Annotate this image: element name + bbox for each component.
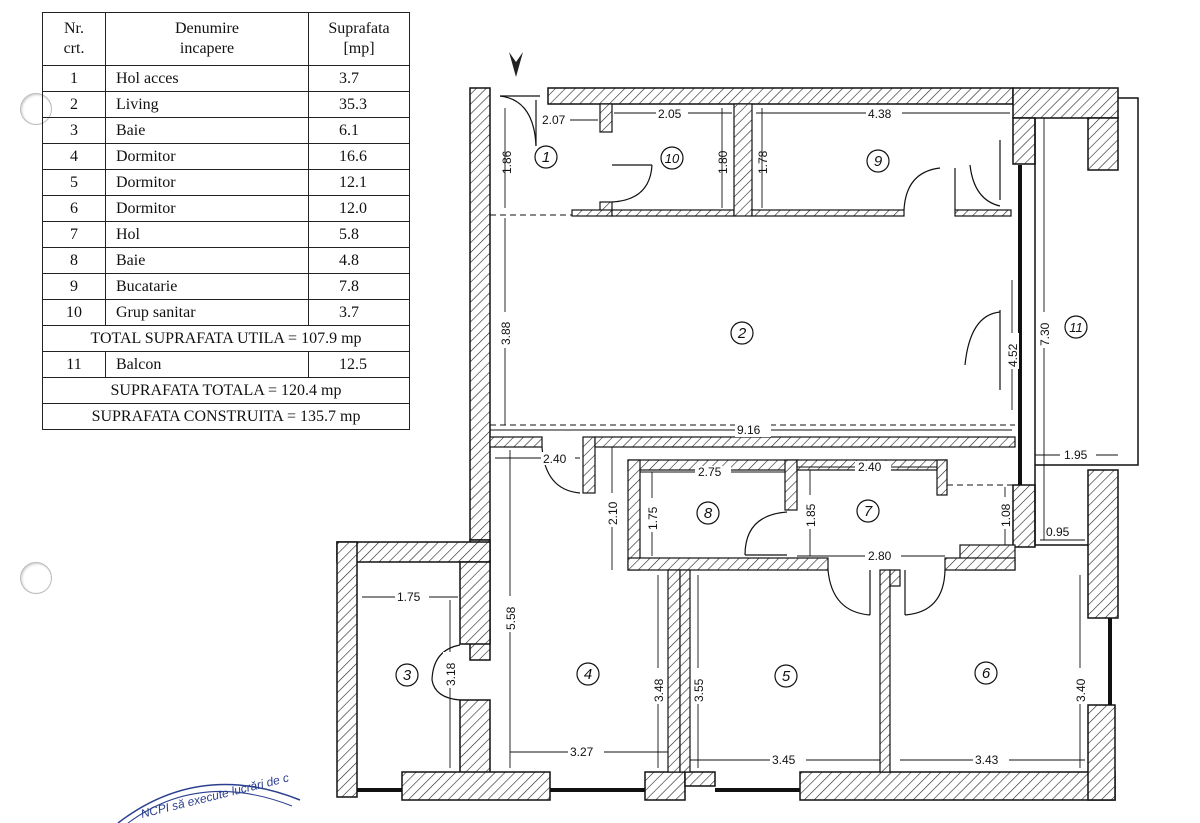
dim-room4-entry: 2.40 (543, 452, 567, 466)
dim-room6-height: 3.40 (1074, 678, 1088, 702)
dim-room4-height: 5.58 (504, 606, 518, 630)
dim-bath3-width: 1.75 (397, 590, 421, 604)
room-label-6: 6 (982, 665, 991, 682)
dim-hall-width-bottom: 2.80 (868, 549, 892, 563)
room-label-2: 2 (737, 325, 747, 342)
dim-room4-side: 3.48 (652, 678, 666, 702)
balcony-area: 12.5 (308, 351, 410, 378)
dim-kitchen-width: 4.38 (868, 107, 892, 121)
header-nr: Nr. crt. (42, 12, 106, 66)
dim-bath8-width: 2.75 (698, 465, 722, 479)
room-numbers: 1 2 3 4 5 6 7 8 9 10 11 (403, 149, 1083, 685)
dim-balcony-width: 1.95 (1064, 448, 1088, 462)
balcony-outline (357, 97, 1139, 792)
dim-living-height: 3.88 (499, 321, 513, 345)
dim-room5-height: 3.55 (692, 678, 706, 702)
header-area: Suprafata [mp] (308, 12, 410, 66)
room-labels (395, 145, 1088, 688)
exterior-walls (336, 87, 1119, 801)
row-name: Dormitor (105, 169, 309, 196)
row-area: 12.1 (308, 169, 410, 196)
dim-room4-width: 3.27 (570, 745, 594, 759)
room-label-11: 11 (1069, 320, 1083, 335)
dim-hol-width: 2.07 (542, 113, 566, 127)
row-nr: 8 (42, 247, 106, 274)
row-area: 16.6 (308, 143, 410, 170)
dim-room6-width: 3.43 (975, 753, 999, 767)
dim-hall-height: 1.85 (804, 503, 818, 527)
entrance-arrow-icon (509, 52, 523, 77)
dim-balcony-small: 0.95 (1046, 525, 1070, 539)
room-label-5: 5 (782, 668, 791, 685)
room-label-9: 9 (874, 153, 883, 170)
room-label-4: 4 (584, 666, 592, 683)
dim-hol-height: 1.86 (500, 150, 514, 174)
dim-room5-width: 3.45 (772, 753, 796, 767)
door-swings (431, 95, 1001, 701)
interior-walls (489, 103, 1016, 773)
row-name: Dormitor (105, 195, 309, 222)
dim-living-opening: 4.52 (1006, 343, 1020, 367)
stamp-text: NCPI să execute lucrări de c (139, 771, 290, 821)
row-name: Baie (105, 117, 309, 144)
row-area: 6.1 (308, 117, 410, 144)
dim-bath8-height: 1.75 (646, 506, 660, 530)
dim-gs-width: 2.05 (658, 107, 682, 121)
header-name: Denumire incapere (105, 12, 309, 66)
dim-balcony-length: 7.30 (1038, 322, 1052, 346)
balcony-name: Balcon (105, 351, 309, 378)
row-area: 3.7 (308, 65, 410, 92)
row-name: Hol (105, 221, 309, 248)
total-util-row: TOTAL SUPRAFATA UTILA = 107.9 mp (42, 325, 410, 352)
row-name: Dormitor (105, 143, 309, 170)
balcony-nr: 11 (42, 351, 106, 378)
dim-gs-height: 1.80 (716, 150, 730, 174)
row-nr: 10 (42, 299, 106, 326)
row-area: 4.8 (308, 247, 410, 274)
table-header: Nr. crt. Denumire incapere Suprafata [mp… (42, 12, 410, 66)
room-area-table: Nr. crt. Denumire incapere Suprafata [mp… (42, 12, 410, 430)
room-label-7: 7 (864, 503, 873, 520)
dim-corridor-height: 2.10 (606, 501, 620, 525)
row-nr: 3 (42, 117, 106, 144)
total-util: TOTAL SUPRAFATA UTILA = 107.9 mp (42, 325, 410, 352)
dim-hall-step: 1.08 (999, 503, 1013, 527)
dim-living-width: 9.16 (737, 423, 761, 437)
room-label-1: 1 (542, 149, 550, 166)
dimension-labels: 2.07 1.86 2.05 1.80 4.38 1.78 3.88 9.16 … (395, 107, 1096, 767)
row-name: Grup sanitar (105, 299, 309, 326)
punch-hole-bottom (20, 562, 52, 594)
row-area: 3.7 (308, 299, 410, 326)
row-nr: 9 (42, 273, 106, 300)
dim-hall-width-top: 2.40 (858, 460, 882, 474)
row-name: Bucatarie (105, 273, 309, 300)
dim-kitchen-height: 1.78 (756, 150, 770, 174)
room-label-8: 8 (704, 505, 713, 522)
row-nr: 4 (42, 143, 106, 170)
stamp: NCPI să execute lucrări de c (117, 771, 301, 823)
room-label-10: 10 (665, 151, 680, 166)
dim-bath3-height: 3.18 (444, 662, 458, 686)
row-name: Hol acces (105, 65, 309, 92)
built-row: SUPRAFATA CONSTRUITA = 135.7 mp (42, 403, 410, 430)
room-label-3: 3 (403, 667, 412, 684)
built-area: SUPRAFATA CONSTRUITA = 135.7 mp (42, 403, 410, 430)
balcony-row: 11 Balcon 12.5 (42, 351, 410, 378)
